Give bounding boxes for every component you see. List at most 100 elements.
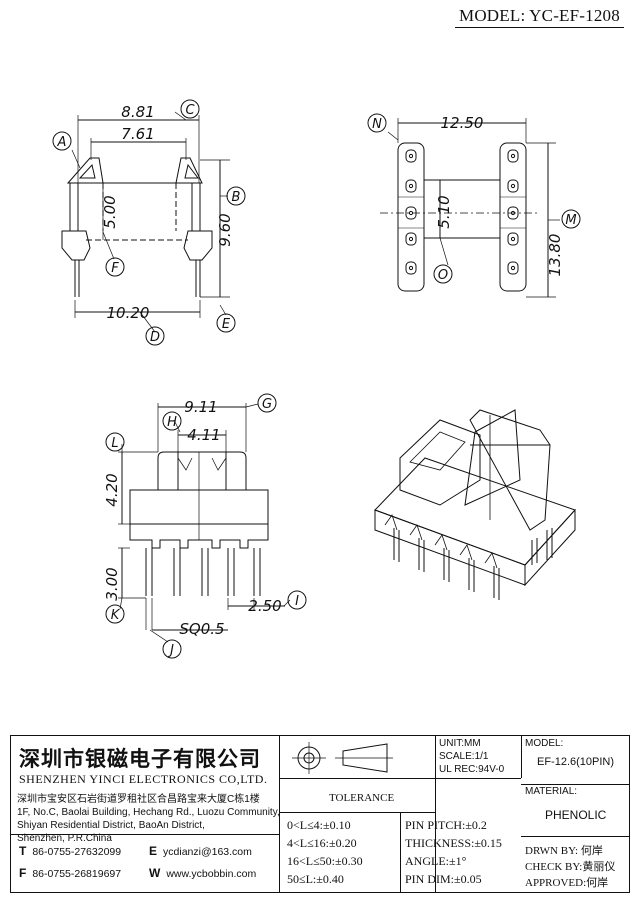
callout-j (162, 639, 182, 659)
end-view-base (129, 489, 269, 524)
dim-9-60: 9.60 (216, 213, 234, 246)
iso-base-top (374, 457, 576, 566)
projection-symbol-icon (292, 742, 393, 774)
dim-5-10: 5.10 (435, 195, 453, 228)
pin-pitch: PIN PITCH:±0.2 (405, 818, 487, 832)
label-i: I (295, 594, 299, 609)
callout-i (287, 590, 307, 610)
callout-b (226, 186, 246, 206)
ul-rec: UL REC:94V-0 (439, 764, 505, 775)
address-cn: 深圳市宝安区石岩街道罗租社区合昌路宝来大厦C栋1楼 (17, 794, 260, 805)
thickness: THICKNESS:±0.15 (405, 836, 502, 850)
contact-fax: F 86-0755-26819697 (19, 866, 121, 880)
title-block: 深圳市银磁电子有限公司 SHENZHEN YINCI ELECTRONICS C… (10, 735, 630, 893)
tolerance-title: TOLERANCE (329, 792, 395, 804)
email-key: E (149, 844, 158, 858)
material-label: MATERIAL: (525, 786, 578, 797)
callout-o (433, 264, 453, 284)
callout-c (180, 99, 200, 119)
tolerance-4: 50≤L:±0.40 (287, 872, 344, 886)
callout-h (162, 411, 182, 431)
label-k: K (111, 608, 121, 623)
label-o: O (438, 268, 448, 283)
iso-base-front (374, 509, 526, 586)
callout-a (52, 131, 72, 151)
dim-7-61: 7.61 (121, 125, 154, 143)
iso-left-flange (399, 419, 481, 506)
callout-f (105, 257, 125, 277)
unit: UNIT:MM (439, 738, 481, 749)
label-d: D (150, 330, 160, 345)
callout-k (105, 604, 125, 624)
email-value[interactable]: ycdianzi@163.com (163, 846, 252, 858)
side-view (380, 118, 560, 298)
front-view (61, 111, 230, 333)
pin-dim: PIN DIM:±0.05 (405, 872, 482, 886)
label-b: B (232, 190, 241, 205)
tolerance-1: 0<L≤4:±0.10 (287, 818, 351, 832)
dim-sq0-5: SQ0.5 (179, 620, 224, 638)
front-view-left-flange (66, 157, 104, 184)
company-name-cn: 深圳市银磁电子有限公司 (19, 746, 261, 771)
address-en-3: Shenzhen, P.R.China (17, 833, 112, 844)
dim-9-11: 9.11 (184, 398, 217, 416)
company-address: 深圳市宝安区石岩街道罗租社区合昌路宝来大厦C栋1楼 1F, No.C, Baol… (17, 793, 280, 845)
iso-base-side (524, 508, 576, 587)
label-c: C (185, 103, 195, 118)
tel-key: T (19, 844, 27, 858)
label-j: J (167, 643, 174, 658)
web-value[interactable]: www.ycbobbin.com (166, 868, 257, 880)
callout-e (216, 313, 236, 333)
label-h: H (167, 415, 177, 430)
callout-circles (52, 99, 581, 659)
address-en-1: 1F, No.C, Baolai Building, Hechang Rd., … (17, 807, 280, 818)
angle: ANGLE:±1° (405, 854, 467, 868)
callout-m (561, 209, 581, 229)
model-label: MODEL: (525, 738, 564, 749)
side-view-left-rail (397, 142, 425, 292)
end-view (118, 403, 291, 643)
web-key: W (149, 866, 161, 880)
callout-g (257, 393, 277, 413)
side-view-right-rail (499, 142, 527, 292)
drawing-area: A B C D E F G H I J K L M N O 8.81 7.61 … (52, 99, 581, 659)
callout-l (105, 432, 125, 452)
iso-center-body (464, 409, 521, 506)
callout-n (367, 113, 387, 133)
approved-by: APPROVED:何岸 (525, 877, 609, 889)
label-n: N (372, 117, 382, 132)
side-view-pins (405, 149, 519, 275)
contact-tel: T 86-0755-27632099 (19, 844, 121, 858)
tel-value: 86-0755-27632099 (32, 846, 122, 858)
front-view-left-foot (61, 230, 91, 261)
dim-3-00: 3.00 (103, 567, 121, 600)
front-view-right-foot (183, 230, 213, 261)
tolerance-2: 4<L≤16:±0.20 (287, 836, 357, 850)
dim-2-50: 2.50 (248, 597, 281, 615)
dim-13-80: 13.80 (546, 234, 564, 277)
front-view-right-flange (175, 157, 203, 184)
dim-5-00: 5.00 (101, 195, 119, 228)
end-view-top-flange (157, 451, 247, 490)
model-title: MODEL: YC-EF-1208 (455, 6, 624, 28)
isometric-view (374, 409, 576, 600)
front-view-right-flange-inner (184, 163, 200, 179)
front-view-left-flange-inner (78, 163, 96, 179)
fax-key: F (19, 866, 27, 880)
address-en-2: Shiyan Residential District, BaoAn Distr… (17, 820, 205, 831)
label-f: F (111, 261, 119, 276)
dim-8-81: 8.81 (121, 103, 154, 121)
dim-10-20: 10.20 (107, 304, 150, 322)
check-by: CHECK BY:黄丽仪 (525, 861, 616, 873)
model-value: EF-12.6(10PIN) (537, 756, 615, 768)
material-value: PHENOLIC (545, 808, 607, 822)
callout-d (145, 326, 165, 346)
dim-12-50: 12.50 (441, 114, 484, 132)
end-view-pin-slots (129, 523, 269, 549)
dim-4-20: 4.20 (103, 473, 121, 506)
dim-4-11: 4.11 (187, 426, 220, 444)
company-name-en: SHENZHEN YINCI ELECTRONICS CO,LTD. (19, 772, 268, 786)
fax-value: 86-0755-26819697 (32, 868, 122, 880)
